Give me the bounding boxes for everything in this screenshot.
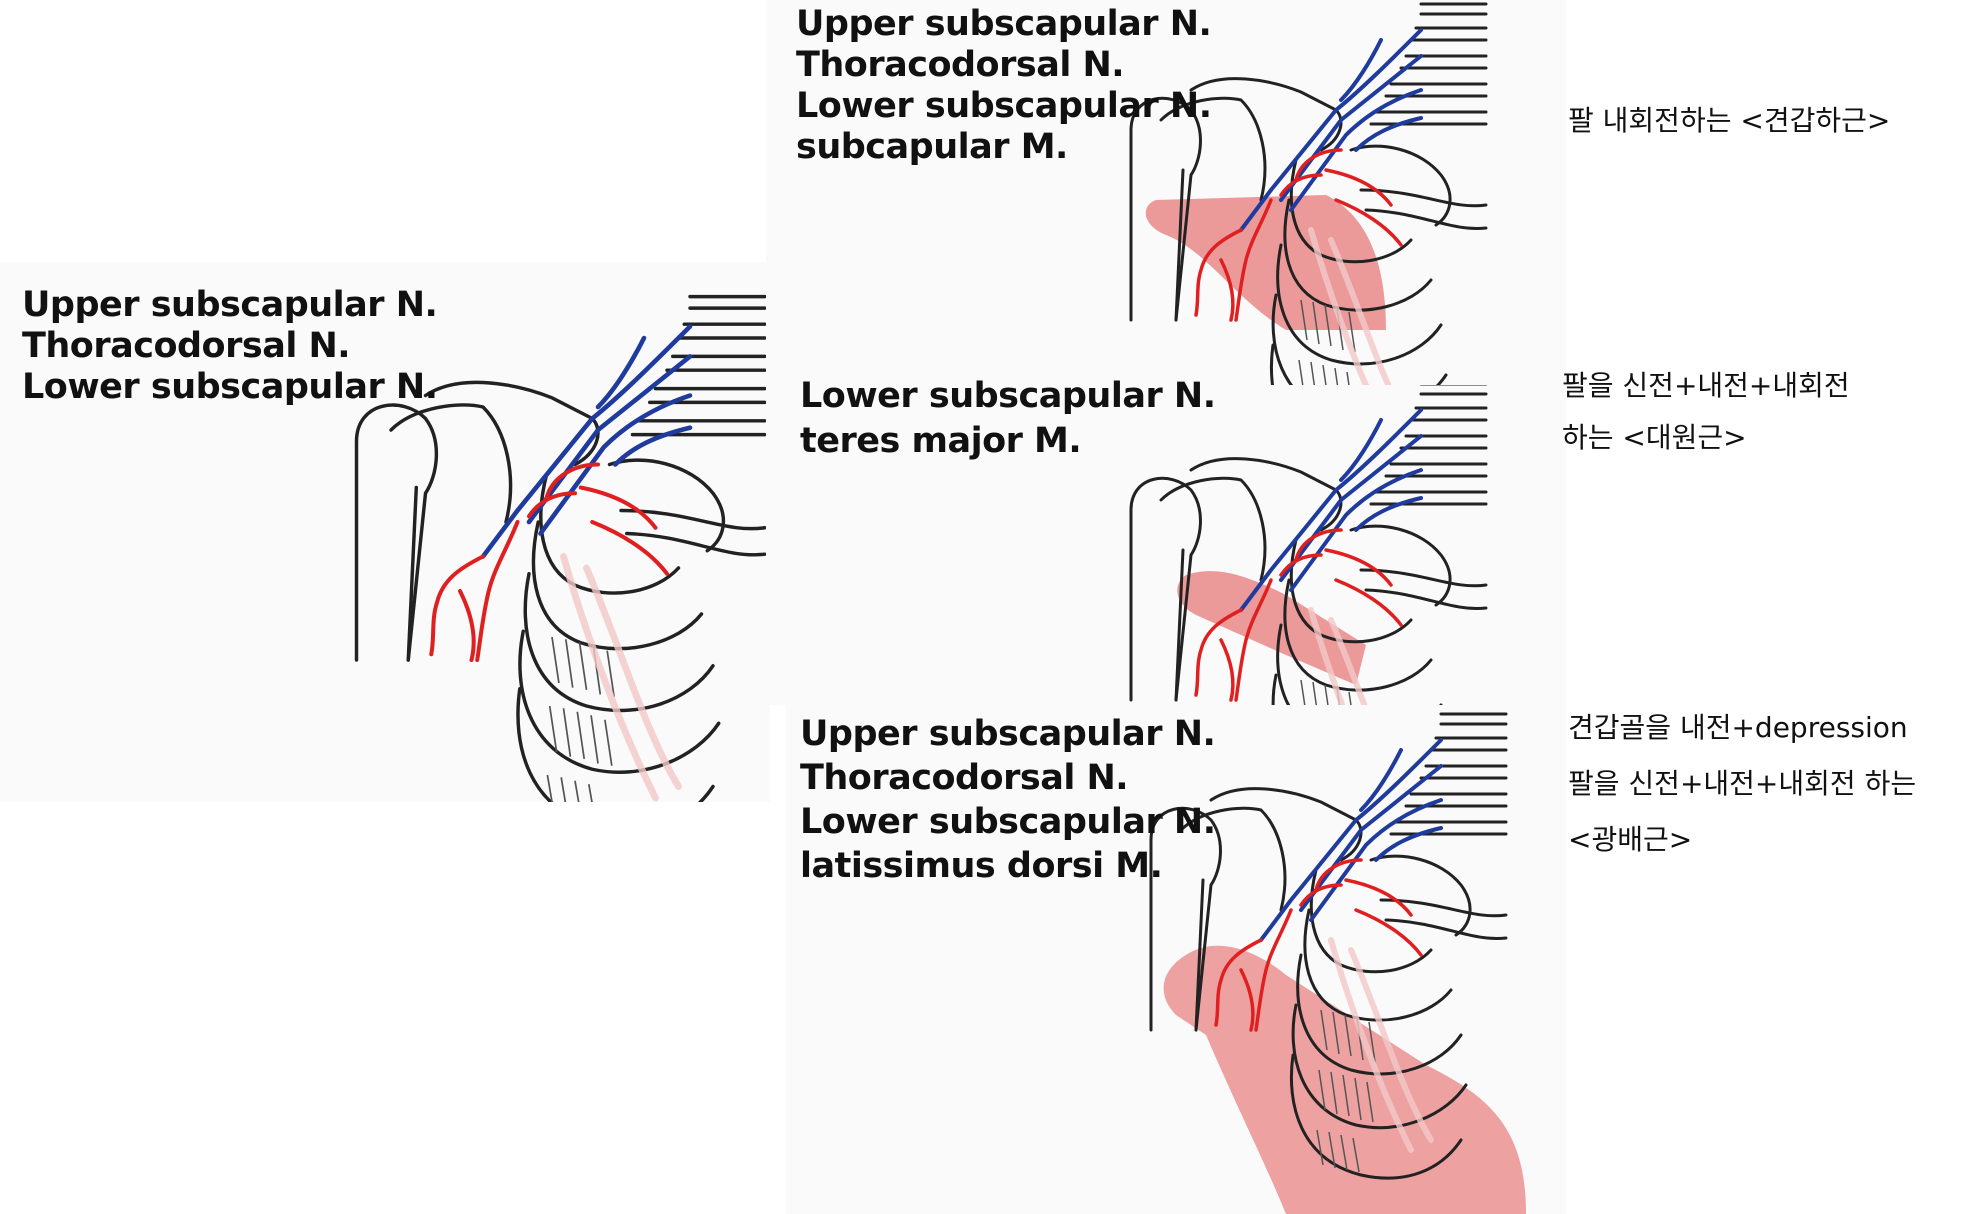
label-line: Upper subscapular N.: [800, 714, 1216, 754]
diagram-panel-3: [766, 385, 1566, 705]
diagram-panel-2: [766, 0, 1566, 385]
note-line: 팔을 신전+내전+내회전 하는: [1568, 767, 1917, 800]
label-line: latissimus dorsi M.: [800, 846, 1163, 886]
diagram-panel-1: [0, 262, 770, 802]
panel-4-labels: Upper subscapular N. Thoracodorsal N. Lo…: [800, 712, 1216, 888]
label-line: Lower subscapular N.: [796, 86, 1212, 126]
panel-1-labels: Upper subscapular N. Thoracodorsal N. Lo…: [22, 285, 438, 408]
note-subscapularis: 팔 내회전하는 <견갑하근>: [1568, 95, 1890, 147]
note-line: 견갑골을 내전+depression: [1568, 711, 1908, 744]
note-teres-major: 팔을 신전+내전+내회전 하는 <대원근>: [1562, 360, 1850, 464]
label-line: Lower subscapular N.: [22, 367, 438, 407]
note-line: <광배근>: [1568, 823, 1693, 856]
note-line: 팔을 신전+내전+내회전: [1562, 369, 1850, 402]
subscapularis-highlight: [1145, 195, 1386, 330]
anatomy-illustration-4: [786, 705, 1526, 1214]
label-line: Upper subscapular N.: [796, 4, 1212, 44]
diagram-panel-4: [786, 705, 1566, 1214]
label-line: subcapular M.: [796, 127, 1068, 167]
label-line: Lower subscapular N.: [800, 802, 1216, 842]
label-line: Lower subscapular N.: [800, 376, 1216, 416]
label-line: Upper subscapular N.: [22, 285, 438, 325]
panel-3-labels: Lower subscapular N. teres major M.: [800, 374, 1216, 464]
teres-major-highlight: [1177, 571, 1366, 685]
note-line: 하는 <대원근>: [1562, 421, 1747, 454]
anatomy-illustration-3: [766, 385, 1566, 705]
label-line: Thoracodorsal N.: [800, 758, 1129, 798]
label-line: Thoracodorsal N.: [22, 326, 351, 366]
note-latissimus-dorsi: 견갑골을 내전+depression 팔을 신전+내전+내회전 하는 <광배근>: [1568, 700, 1916, 868]
label-line: Thoracodorsal N.: [796, 45, 1125, 85]
note-line: 팔 내회전하는 <견갑하근>: [1568, 104, 1891, 137]
anatomy-illustration-2: [766, 0, 1566, 385]
panel-2-labels: Upper subscapular N. Thoracodorsal N. Lo…: [796, 4, 1212, 168]
label-line: teres major M.: [800, 421, 1082, 461]
